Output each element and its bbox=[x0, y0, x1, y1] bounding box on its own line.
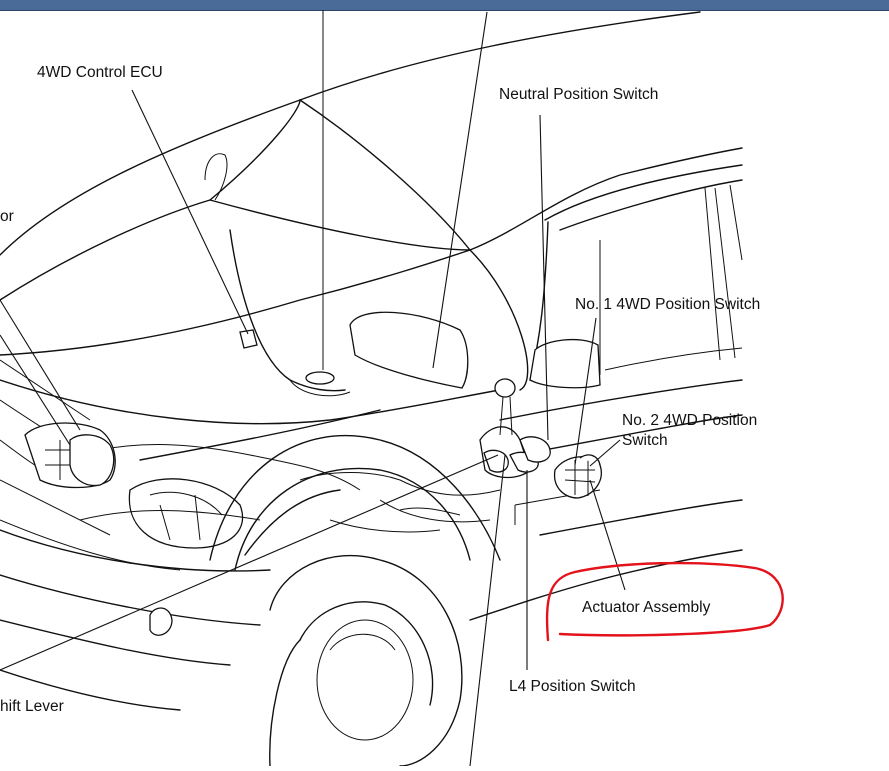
vehicle-4wd-diagram: 4WD Control ECU Neutral Position Switch … bbox=[0, 10, 889, 767]
label-no2-4wd-position-switch-line1: No. 2 4WD Position bbox=[622, 412, 758, 429]
leader-or-2 bbox=[0, 334, 71, 446]
label-actuator-assembly: Actuator Assembly bbox=[582, 599, 711, 616]
leader-or bbox=[0, 299, 81, 431]
leader-ecu bbox=[131, 89, 249, 335]
label-no2-4wd-position-switch-line2: Switch bbox=[622, 432, 668, 449]
leader-neutral bbox=[539, 114, 549, 441]
label-l4-position-switch: L4 Position Switch bbox=[509, 678, 636, 695]
actuator-highlight-annotation bbox=[545, 561, 784, 642]
leader-shift bbox=[0, 454, 499, 671]
leader-bottom bbox=[469, 454, 506, 767]
leader-no1 bbox=[574, 317, 597, 466]
window-title-bar bbox=[0, 0, 889, 11]
label-no1-4wd-position-switch: No. 1 4WD Position Switch bbox=[575, 296, 761, 313]
label-partial-or: or bbox=[0, 208, 14, 225]
vehicle-body bbox=[0, 10, 743, 767]
leader-lines bbox=[0, 11, 626, 767]
leader-no2 bbox=[589, 439, 621, 467]
vehicle-line-art bbox=[0, 10, 784, 767]
label-neutral-position-switch: Neutral Position Switch bbox=[499, 86, 659, 103]
leader-actuator bbox=[589, 479, 626, 591]
leader-mirror bbox=[432, 11, 488, 369]
label-partial-shift-lever: hift Lever bbox=[0, 698, 64, 715]
label-4wd-control-ecu: 4WD Control ECU bbox=[37, 64, 163, 81]
